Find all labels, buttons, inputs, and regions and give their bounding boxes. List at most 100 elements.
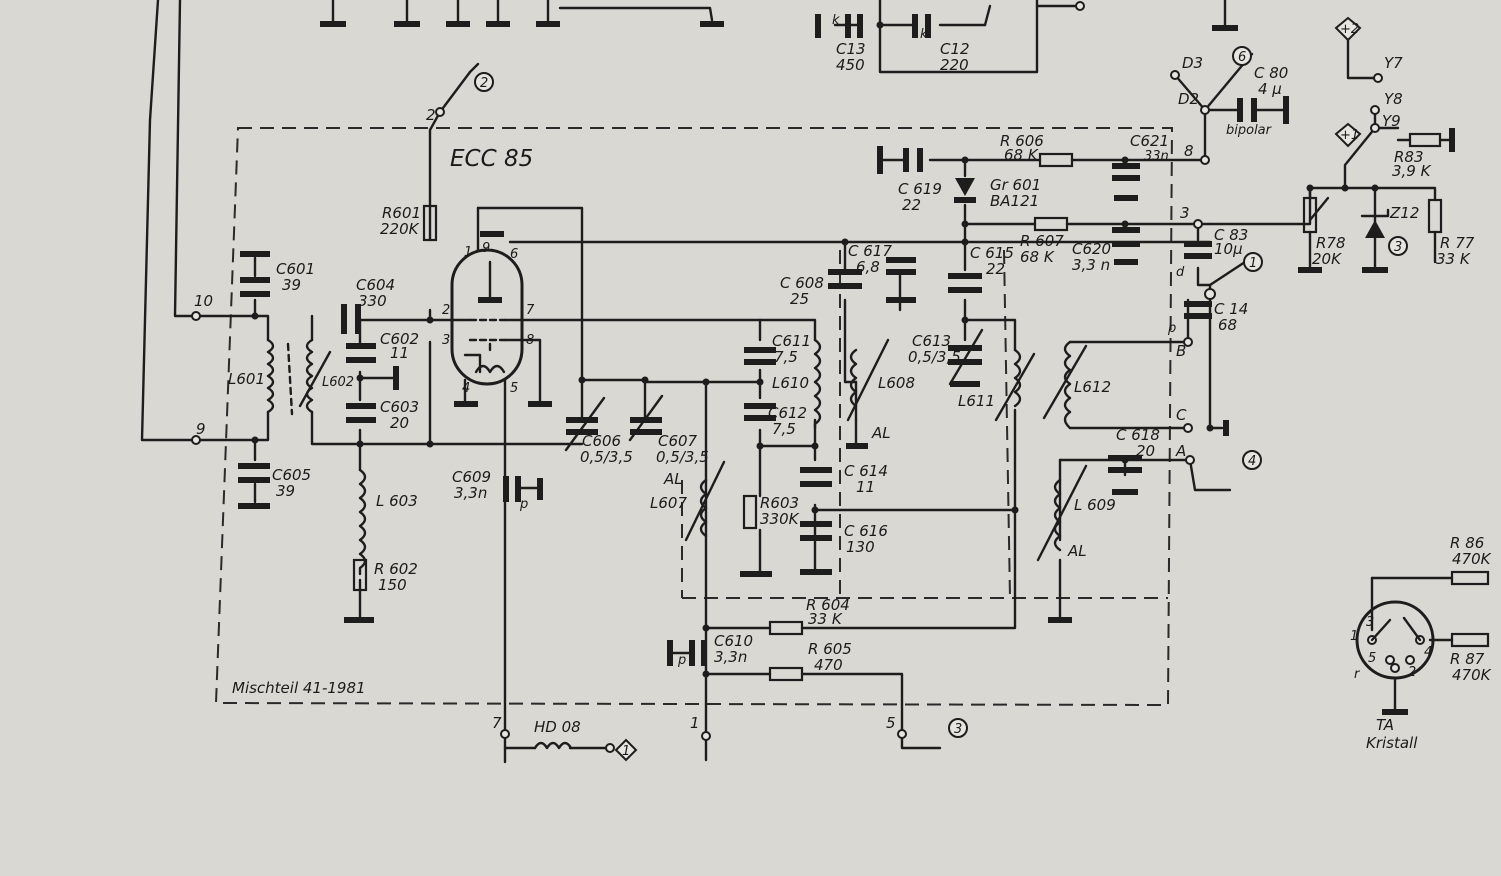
c13-val: 450 — [836, 56, 865, 74]
c607-val: 0,5/3,5 — [656, 448, 709, 466]
circled-1: 1 — [1249, 256, 1257, 271]
markers — [474, 16, 1408, 762]
r603-body — [742, 494, 758, 530]
c610-val: 3,3n — [714, 648, 747, 666]
l602-ref: L602 — [322, 375, 354, 390]
c620-val: 3,3 n — [1072, 256, 1110, 274]
l603-coil — [358, 468, 367, 576]
r86-body — [1450, 570, 1490, 586]
circled-4: 4 — [1248, 454, 1256, 469]
hd08-coil — [533, 741, 573, 750]
c611-val: 7,5 — [774, 348, 798, 366]
r86-val: 470K — [1452, 550, 1492, 568]
c615-val: 22 — [986, 260, 1005, 278]
r607-val: 68 K — [1020, 248, 1055, 266]
diamond-plus-1: +1 — [1340, 128, 1359, 143]
c12-ref: C12 — [940, 40, 970, 58]
d2-tag: D2 — [1178, 90, 1199, 108]
diamond-1: 1 — [622, 744, 630, 759]
c83-val: 10µ — [1214, 240, 1243, 258]
al-l607: AL — [663, 470, 683, 488]
tube-envelope — [450, 248, 524, 386]
l612-coil — [1063, 340, 1072, 430]
module-footer: Mischteil 41-1981 — [232, 679, 366, 697]
l608-coil — [849, 348, 858, 408]
c80-val: 4 µ — [1258, 80, 1282, 98]
hd08-ref: HD 08 — [534, 718, 581, 736]
tube-pin-4: 4 — [462, 381, 470, 396]
c80-ref: C 80 — [1254, 64, 1288, 82]
c610-p: p — [677, 653, 686, 668]
d3-tag: D3 — [1182, 54, 1203, 72]
c613-val: 0,5/3,5 — [908, 348, 961, 366]
l608-ref: L608 — [878, 374, 915, 392]
r77-val: 33 K — [1436, 250, 1471, 268]
c608-val: 25 — [790, 290, 809, 308]
c610-ref: C610 — [714, 632, 753, 650]
c606-val: 0,5/3,5 — [580, 448, 633, 466]
c14-ref: C 14 — [1214, 300, 1248, 318]
al-l608: AL — [871, 424, 891, 442]
ta-socket — [1355, 600, 1435, 680]
terminal-9: 9 — [196, 420, 206, 438]
r601-val: 220K — [380, 220, 420, 238]
resistors — [352, 132, 1490, 682]
r87-val: 470K — [1452, 666, 1492, 684]
al-l609: AL — [1067, 542, 1087, 560]
c602-val: 11 — [390, 344, 409, 362]
l607-ref: L607 — [650, 494, 687, 512]
c614-ref: C 614 — [844, 462, 888, 480]
c12-val: 220 — [940, 56, 969, 74]
r603-val: 330K — [760, 510, 800, 528]
circled-6: 6 — [1238, 50, 1246, 65]
r83-body — [1408, 132, 1442, 148]
c612-ref: C612 — [768, 404, 807, 422]
r604-ref: R 604 — [806, 596, 850, 614]
c616-ref: C 616 — [844, 522, 888, 540]
l610-ref: L610 — [772, 374, 809, 392]
tube-pin-6: 6 — [510, 247, 518, 262]
z12-symbol — [1365, 220, 1385, 238]
socket-pin-1: 1 — [1350, 629, 1358, 644]
r606-body — [1038, 152, 1074, 168]
pt-c: C — [1176, 406, 1187, 424]
kristall-tag: Kristall — [1366, 734, 1418, 752]
junction-dots — [251, 21, 1379, 678]
tube-pin-7: 7 — [526, 303, 535, 318]
r601-ref: R601 — [382, 204, 421, 222]
bipolar-tag: bipolar — [1226, 123, 1273, 138]
r605-val: 470 — [814, 656, 843, 674]
socket-pin-3: 3 — [1366, 615, 1374, 630]
c618-ref: C 618 — [1116, 426, 1160, 444]
z12-ref: Z12 — [1389, 204, 1419, 222]
terminal-2: 2 — [426, 106, 436, 124]
c617-val: 6,8 — [856, 258, 880, 276]
pt-b: B — [1176, 342, 1186, 360]
terminal-3: 3 — [1180, 204, 1190, 222]
ta-socket-ring — [1355, 600, 1435, 680]
c13-ref: C13 — [836, 40, 866, 58]
r606-val: 68 K — [1004, 146, 1039, 164]
l612-ref: L612 — [1074, 378, 1111, 396]
l601-coil — [266, 338, 275, 414]
r602-body — [352, 558, 368, 592]
c83-ref: C 83 — [1214, 226, 1248, 244]
c609-ref: C609 — [452, 468, 491, 486]
c603-val: 20 — [390, 414, 409, 432]
c601-val: 39 — [282, 276, 301, 294]
terminal-8: 8 — [1184, 142, 1194, 160]
c609-p: p — [519, 497, 528, 512]
wiring — [140, 0, 1454, 764]
l602-coil — [305, 338, 314, 414]
circled-3-right: 3 — [1394, 240, 1402, 255]
gr601-val: BA121 — [990, 192, 1039, 210]
terminal-10: 10 — [194, 292, 213, 310]
r604-body — [768, 620, 804, 636]
circled-3: 3 — [954, 722, 962, 737]
socket-r: r — [1354, 667, 1361, 682]
l601-ref: L601 — [228, 370, 265, 388]
terminal-5: 5 — [886, 714, 896, 732]
c620-ref: C620 — [1072, 240, 1111, 258]
c602-ref: C602 — [380, 330, 419, 348]
r602-ref: R 602 — [374, 560, 418, 578]
